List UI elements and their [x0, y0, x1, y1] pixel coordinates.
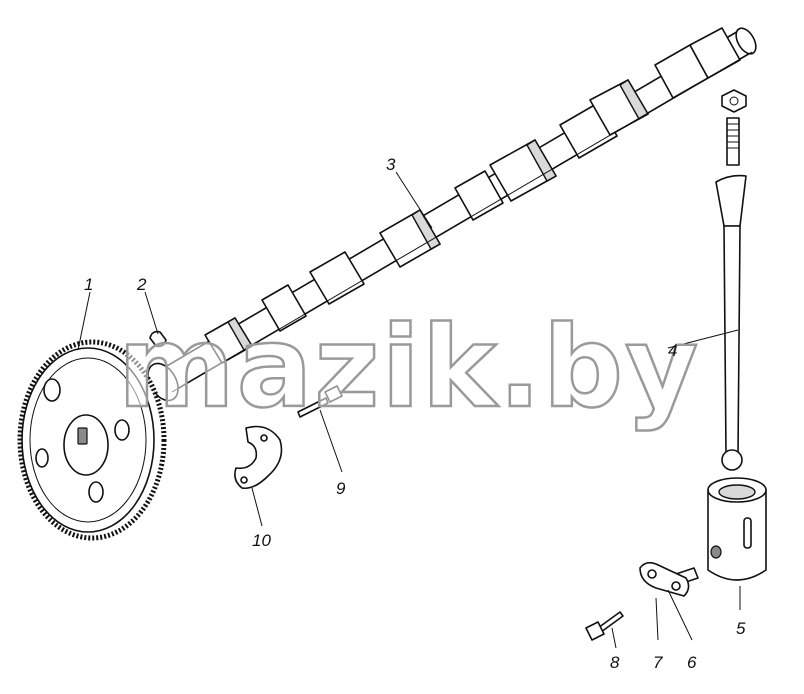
thrust-flange [234, 425, 283, 490]
callout-9: 9 [336, 479, 346, 498]
leader-lines [77, 171, 741, 649]
callout-6: 6 [687, 653, 697, 672]
watermark-text: mazik.by [118, 303, 700, 433]
camshaft [147, 27, 757, 402]
callout-2: 2 [136, 275, 147, 294]
callout-5: 5 [736, 619, 746, 638]
camshaft-gear [17, 339, 167, 541]
woodruff-key [149, 330, 167, 348]
callout-7: 7 [653, 653, 663, 672]
locking-plate [639, 561, 690, 597]
callout-1: 1 [84, 275, 93, 294]
callout-10: 10 [252, 531, 271, 550]
tappet [707, 477, 767, 581]
callout-8: 8 [610, 653, 620, 672]
callout-4: 4 [668, 341, 677, 360]
callout-labels: 1 2 3 4 5 6 7 8 9 10 [84, 155, 746, 672]
plate-bolt [585, 611, 624, 641]
pushrod-assembly [715, 89, 747, 471]
callout-3: 3 [386, 155, 396, 174]
flange-bolt [297, 385, 343, 418]
